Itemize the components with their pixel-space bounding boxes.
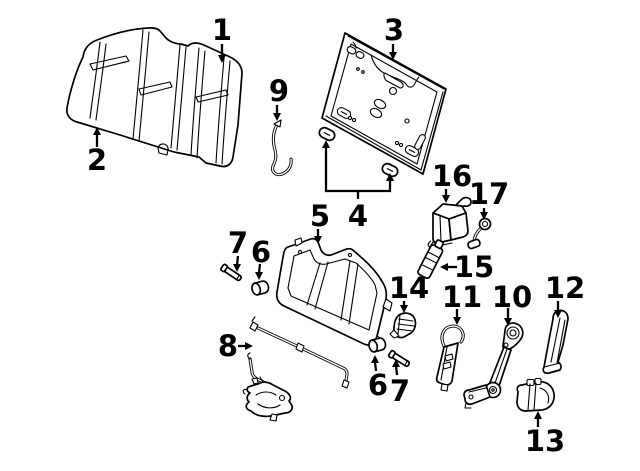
- part-pin-right: [387, 349, 411, 368]
- callout-number: 6: [368, 368, 388, 402]
- callout-number: 12: [545, 271, 585, 305]
- part-hook-cable: [271, 119, 293, 177]
- callout-7-right: 7: [390, 359, 410, 408]
- callout-9: 9: [269, 74, 289, 121]
- callout-number: 8: [218, 329, 238, 363]
- callout-number: 16: [432, 159, 472, 193]
- part-seat-back-panel: [321, 32, 447, 175]
- part-release-rod: [249, 316, 350, 389]
- part-handle-bezel: [516, 377, 555, 412]
- callout-11: 11: [442, 280, 482, 325]
- part-latch-cable-assembly: [242, 352, 294, 422]
- callout-6-right: 6: [368, 355, 388, 402]
- callout-number: 5: [310, 199, 330, 233]
- callout-number: 6: [251, 235, 271, 269]
- callout-4: 4: [322, 140, 394, 233]
- callout-number: 14: [389, 271, 429, 305]
- part-retainer-clips: [318, 126, 399, 178]
- callout-number: 15: [454, 250, 494, 284]
- callout-number: 7: [390, 374, 410, 408]
- callout-6-left: 6: [251, 235, 271, 280]
- callout-number: 13: [525, 424, 565, 458]
- callout-number: 17: [469, 177, 509, 211]
- part-side-trim-cover: [542, 309, 569, 375]
- callout-number: 4: [348, 199, 368, 233]
- callout-number: 9: [269, 74, 289, 108]
- callout-number: 11: [442, 280, 482, 314]
- part-seat-back-cushion: [66, 27, 243, 168]
- part-seat-back-frame: [275, 237, 393, 349]
- callout-12: 12: [545, 271, 585, 318]
- callout-number: 1: [212, 13, 232, 47]
- callout-number: 10: [492, 280, 532, 314]
- part-guide-clip: [389, 312, 417, 339]
- callout-14: 14: [389, 271, 429, 313]
- part-latch-hook: [435, 324, 465, 392]
- callout-2: 2: [87, 127, 107, 177]
- callout-3: 3: [384, 13, 404, 60]
- callout-15: 15: [440, 250, 494, 284]
- callout-7-left: 7: [228, 226, 248, 272]
- callout-8: 8: [218, 329, 253, 363]
- callout-1: 1: [212, 13, 232, 63]
- callout-13: 13: [525, 411, 565, 458]
- callout-16: 16: [432, 159, 472, 203]
- part-latch-housing: [430, 196, 472, 247]
- callout-17: 17: [469, 177, 509, 220]
- part-bushing-left: [251, 280, 270, 296]
- part-actuator-plunger: [417, 239, 445, 280]
- callout-5: 5: [310, 199, 330, 244]
- part-crank-link: [467, 217, 492, 250]
- part-pin-left: [219, 263, 242, 282]
- callout-number: 2: [87, 143, 107, 177]
- part-pivot-lever: [463, 322, 524, 409]
- part-bushing-right: [368, 337, 387, 353]
- callout-10: 10: [492, 280, 532, 326]
- callout-number: 3: [384, 13, 404, 47]
- callout-number: 7: [228, 226, 248, 260]
